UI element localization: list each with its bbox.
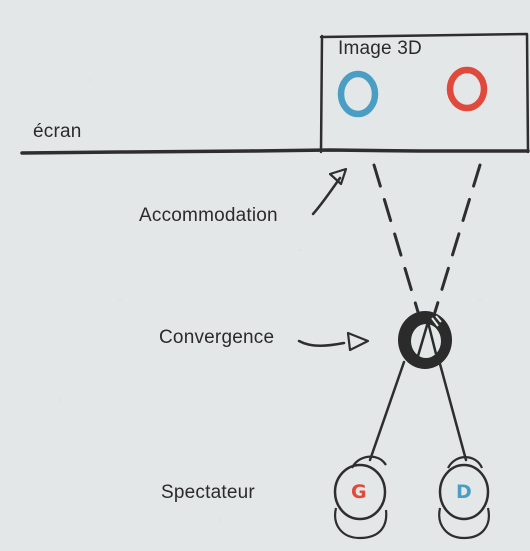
image-3d-box [319,32,530,154]
screen-label: écran [33,121,82,142]
red-circle [446,66,488,112]
image-3d-label: Image 3D [338,38,422,59]
screen-line [20,148,530,155]
paper-texture [59,79,481,521]
convergence-label: Convergence [159,327,275,348]
convergence-arrow-head [346,331,370,352]
convergence-arrow-stem [297,339,346,347]
spectator-label: Spectateur [161,482,255,503]
left-sight-dashed-line [372,163,420,314]
left-eye-line [368,360,406,462]
left-eye-letter: G [351,481,367,503]
convergence-point-icon [398,311,452,369]
arrow-icon [328,167,348,186]
right-eye-letter: D [456,481,472,503]
blue-circle [337,70,379,118]
accommodation-label: Accommodation [139,205,278,226]
right-eye-icon [438,456,490,540]
right-sight-dashed-line [433,163,482,314]
left-eye-icon [333,455,388,540]
accommodation-arrow-stem [311,176,342,216]
right-eye-line [438,362,468,462]
